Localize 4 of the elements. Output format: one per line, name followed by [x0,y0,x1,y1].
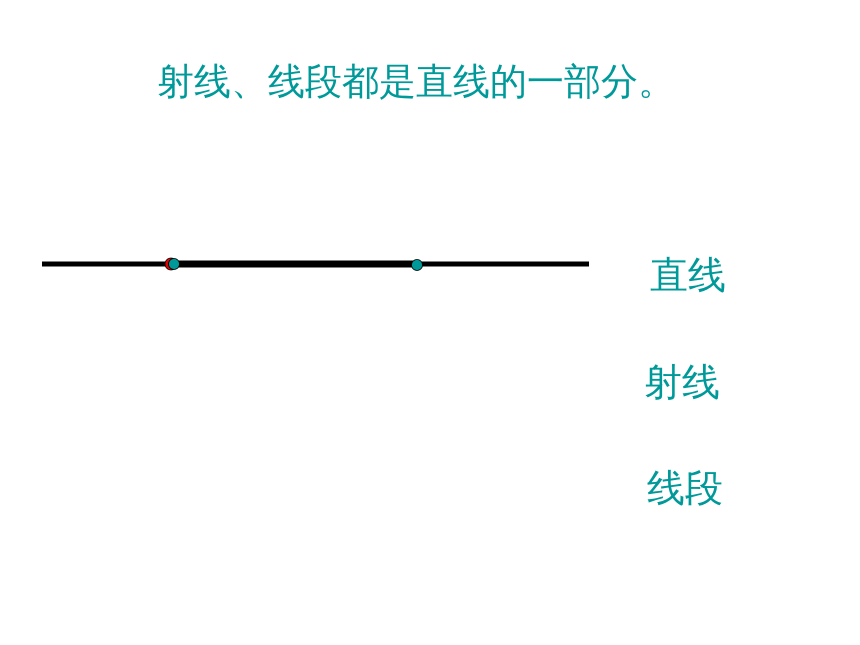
title: 射线、线段都是直线的一部分。 [157,62,675,103]
term-label: 直线 [650,255,726,297]
term-label: 线段 [647,468,723,510]
term-label: 射线 [644,362,720,404]
